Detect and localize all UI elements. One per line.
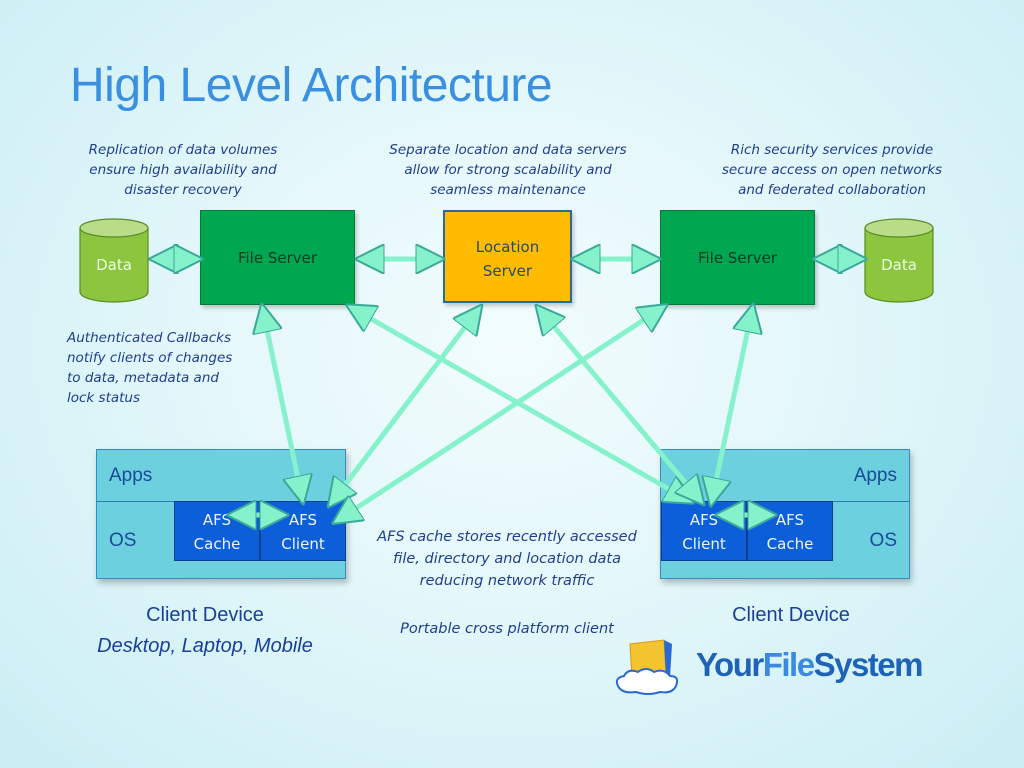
apps-label: Apps (109, 465, 153, 486)
afs-cache-label-line2: Cache (193, 535, 241, 553)
note-callbacks: Authenticated Callbacks notify clients o… (67, 330, 233, 406)
location-server-label-line2: Server (482, 262, 533, 280)
os-label: OS (109, 530, 137, 551)
client-device-left-caption: Client Device (146, 604, 264, 626)
logo-text: YourFileSystem (696, 646, 924, 684)
file-server-right: File Server (660, 210, 815, 305)
client-device-left: Apps OS AFS Cache AFS Client (96, 449, 346, 579)
company-logo: YourFileSystem (612, 638, 952, 698)
note-separate-servers: Separate location and data servers allow… (389, 142, 627, 198)
arrow-fs-right-to-client-left (338, 308, 662, 520)
arrow-location-to-client-left (332, 310, 478, 502)
data-store-left: Data (79, 218, 149, 308)
note-security: Rich security services provide secure ac… (721, 142, 943, 198)
afs-cache-label-line2: Cache (766, 535, 814, 553)
file-server-left: File Server (200, 210, 355, 305)
folder-cloud-icon (615, 639, 679, 695)
afs-cache-right: AFS Cache (747, 501, 833, 561)
logo-text-file: File (762, 646, 815, 683)
afs-client-left: AFS Client (260, 501, 346, 561)
afs-client-label-line1: AFS (689, 511, 719, 529)
client-device-left-subcaption: Desktop, Laptop, Mobile (97, 635, 313, 657)
client-device-right: Apps OS AFS Client AFS Cache (660, 449, 910, 579)
database-icon (79, 218, 149, 303)
afs-cache-left: AFS Cache (174, 501, 260, 561)
location-server-label-line1: Location (475, 238, 540, 256)
os-label: OS (869, 530, 897, 551)
data-store-label: Data (96, 256, 132, 274)
afs-cache-label-line1: AFS (202, 511, 232, 529)
file-server-label: File Server (237, 249, 318, 267)
logo-text-your: Your (696, 646, 764, 683)
afs-client-right: AFS Client (661, 501, 747, 561)
client-device-right-caption: Client Device (732, 604, 850, 626)
note-portable: Portable cross platform client (400, 621, 614, 637)
arrow-fs-left-to-client-right (352, 308, 688, 500)
file-server-label: File Server (697, 249, 778, 267)
afs-client-label-line2: Client (281, 535, 325, 553)
location-server: Location Server (443, 210, 572, 303)
data-store-right: Data (864, 218, 934, 308)
data-store-label: Data (881, 256, 917, 274)
database-icon (864, 218, 934, 303)
note-replication: Replication of data volumes ensure high … (88, 142, 278, 198)
note-cache: AFS cache stores recently accessed file,… (377, 529, 637, 589)
logo-text-system: System (813, 646, 924, 683)
page-title: High Level Architecture (70, 59, 553, 112)
afs-cache-label-line1: AFS (775, 511, 805, 529)
apps-label: Apps (853, 465, 897, 486)
afs-client-label-line1: AFS (288, 511, 318, 529)
afs-client-label-line2: Client (682, 535, 726, 553)
